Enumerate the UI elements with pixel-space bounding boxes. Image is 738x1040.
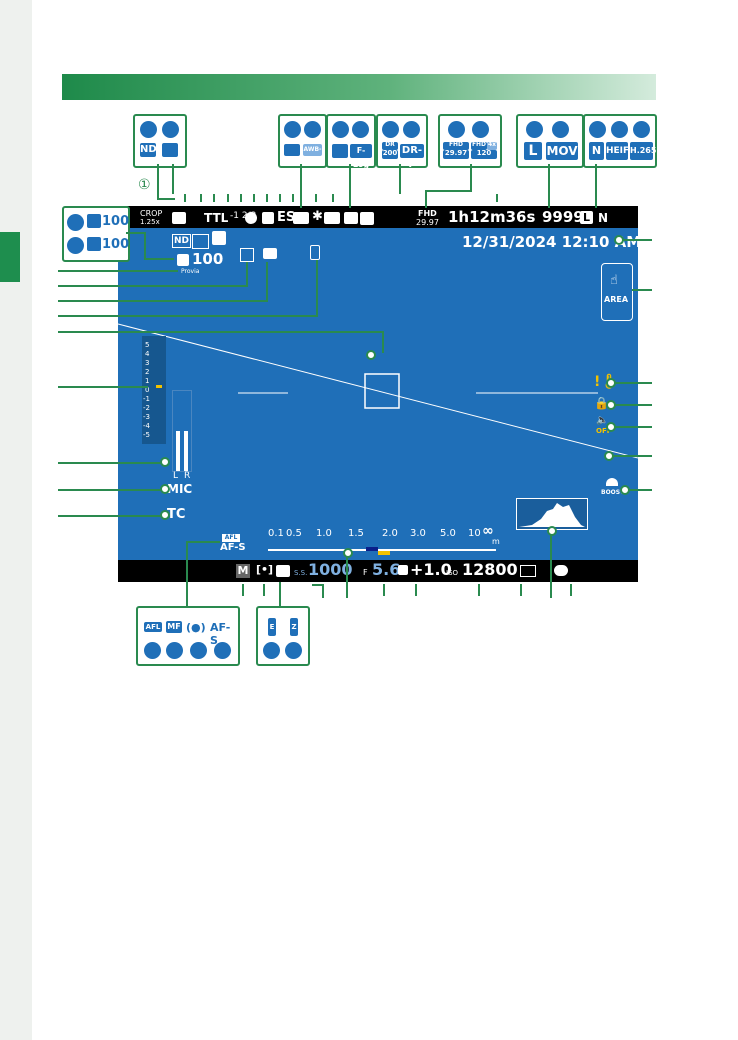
crop-factor: 1.25x xyxy=(140,218,160,226)
callout-dr: DR 200 DR-P xyxy=(376,114,428,170)
iso-label: ISO xyxy=(446,569,459,577)
distance-tick-1.5: 1.5 xyxy=(348,528,364,539)
sound-off-label: OFF xyxy=(596,427,612,435)
area-label: AREA xyxy=(604,295,629,304)
framing-guides xyxy=(118,323,638,459)
exposure-pointer xyxy=(156,385,162,388)
page-margin-strip xyxy=(0,0,32,1040)
distance-tick-3.0: 3.0 xyxy=(410,528,426,539)
iso-value: 12800 xyxy=(462,560,518,579)
callout-size: L MOV xyxy=(516,114,584,168)
power-supply-icon xyxy=(554,565,568,576)
image-size: L xyxy=(580,211,593,224)
horizon-line xyxy=(118,323,638,459)
area-touch-button[interactable]: ☝ AREA xyxy=(601,263,633,321)
mic-indicator: MIC xyxy=(167,482,193,496)
digital-tele-icon xyxy=(240,248,254,262)
section-header-band xyxy=(62,74,656,100)
film-sim-label: Provia xyxy=(181,268,200,275)
ae-lock-icon xyxy=(276,565,290,577)
iso-icon xyxy=(177,254,189,266)
histogram-shape xyxy=(519,503,585,527)
distance-tick-0.1: 0.1 xyxy=(268,528,284,539)
distance-tick-2.0: 2.0 xyxy=(382,528,398,539)
boost-gauge-icon xyxy=(606,478,618,486)
sound-flash-off-icon: 🔈 xyxy=(596,415,609,426)
dynamic-range-icon xyxy=(360,212,374,225)
callout-film: F-Log xyxy=(326,114,376,169)
continuous-shoot-icon xyxy=(262,212,274,224)
image-quality: N xyxy=(598,211,609,225)
movie-format: FHD xyxy=(418,209,437,218)
callout-focus-mode: AFL MF (●) AF-S xyxy=(136,606,240,666)
control-lock-icon: 🔒 xyxy=(594,396,609,410)
distance-tick-5.0: 5.0 xyxy=(440,528,456,539)
face-detect-icon xyxy=(192,234,209,249)
battery-icon xyxy=(520,565,536,577)
callout-wb: AWB-L xyxy=(278,114,327,168)
flash-ttl: TTL xyxy=(204,211,229,225)
callout-iso-auto: 100 100 xyxy=(62,206,130,262)
distance-bar xyxy=(268,549,496,551)
shooting-mode: M xyxy=(236,564,250,578)
film-simulation-icon xyxy=(344,212,358,224)
focus-frame xyxy=(364,373,400,409)
afl-indicator: AFL xyxy=(222,534,240,542)
af-plus-mf-icon xyxy=(293,212,309,224)
boost-label: BOOST xyxy=(601,489,625,496)
movie-frame-rate: 29.97 xyxy=(416,218,439,227)
shutter-speed-label: S.S. xyxy=(294,569,308,577)
aperture-value: 5.6 xyxy=(372,560,401,579)
self-timer-icon xyxy=(245,212,257,224)
date-time: 12/31/2024 12:10 AM xyxy=(462,233,642,251)
depth-of-field-mark xyxy=(366,547,378,551)
callout-movie-format: FHD 29.97 FHD 4x 120 xyxy=(438,114,502,168)
flash-compensation: -1 2/3 xyxy=(230,211,257,221)
callout-codec: N HEIF H.265 xyxy=(583,114,657,168)
distance-tick-10: 10 xyxy=(468,528,481,539)
audio-level-meter xyxy=(172,390,192,472)
touch-hand-icon: ☝ xyxy=(610,273,618,288)
recording-time: 1h12m36s xyxy=(448,208,536,226)
histogram xyxy=(516,498,588,530)
distance-tick-0.5: 0.5 xyxy=(286,528,302,539)
audio-left-label: L xyxy=(173,471,179,481)
drive-mode-icon xyxy=(263,248,277,259)
exposure-compensation: +1.0 xyxy=(410,560,452,579)
focus-mode: AF-S xyxy=(220,542,246,553)
shutter-speed: 1000 xyxy=(308,560,353,579)
crop-label: CROP xyxy=(140,209,163,218)
distance-tick-1.0: 1.0 xyxy=(316,528,332,539)
white-balance-icon xyxy=(324,212,340,224)
nd-indicator: ND xyxy=(172,234,191,248)
exposure-comp-icon xyxy=(398,565,408,575)
distance-unit: m xyxy=(492,537,500,546)
aperture-label: F xyxy=(363,568,368,577)
bluetooth-icon: ✱ xyxy=(312,209,323,224)
focus-distance-mark xyxy=(378,551,390,555)
distance-tick-infinity: ∞ xyxy=(482,523,494,539)
shutter-type: ES xyxy=(277,210,296,225)
af-confirm-icon: (●) xyxy=(186,621,206,634)
audio-right-label: R xyxy=(184,471,191,481)
iso-auto-value: 100 xyxy=(192,250,224,268)
stabilizer-icon xyxy=(172,212,186,224)
timecode-indicator: TC xyxy=(167,507,186,522)
flash-mode-icon xyxy=(212,231,226,245)
callout-lock: E Z xyxy=(256,606,310,666)
audio-level-left xyxy=(176,431,180,471)
shots-remaining: 9999 xyxy=(542,208,584,226)
exposure-level-scale: 5 4 3 2 1 0 -1 -2 -3 -4 -5 xyxy=(142,336,166,444)
audio-level-right xyxy=(184,431,188,471)
metering-icon: [•] xyxy=(256,563,274,576)
zoom-icon xyxy=(162,143,178,157)
chapter-tab xyxy=(0,232,20,282)
callout-nd: ND xyxy=(133,114,187,168)
callout-number: ① xyxy=(138,177,151,193)
smartphone-icon xyxy=(310,245,320,260)
